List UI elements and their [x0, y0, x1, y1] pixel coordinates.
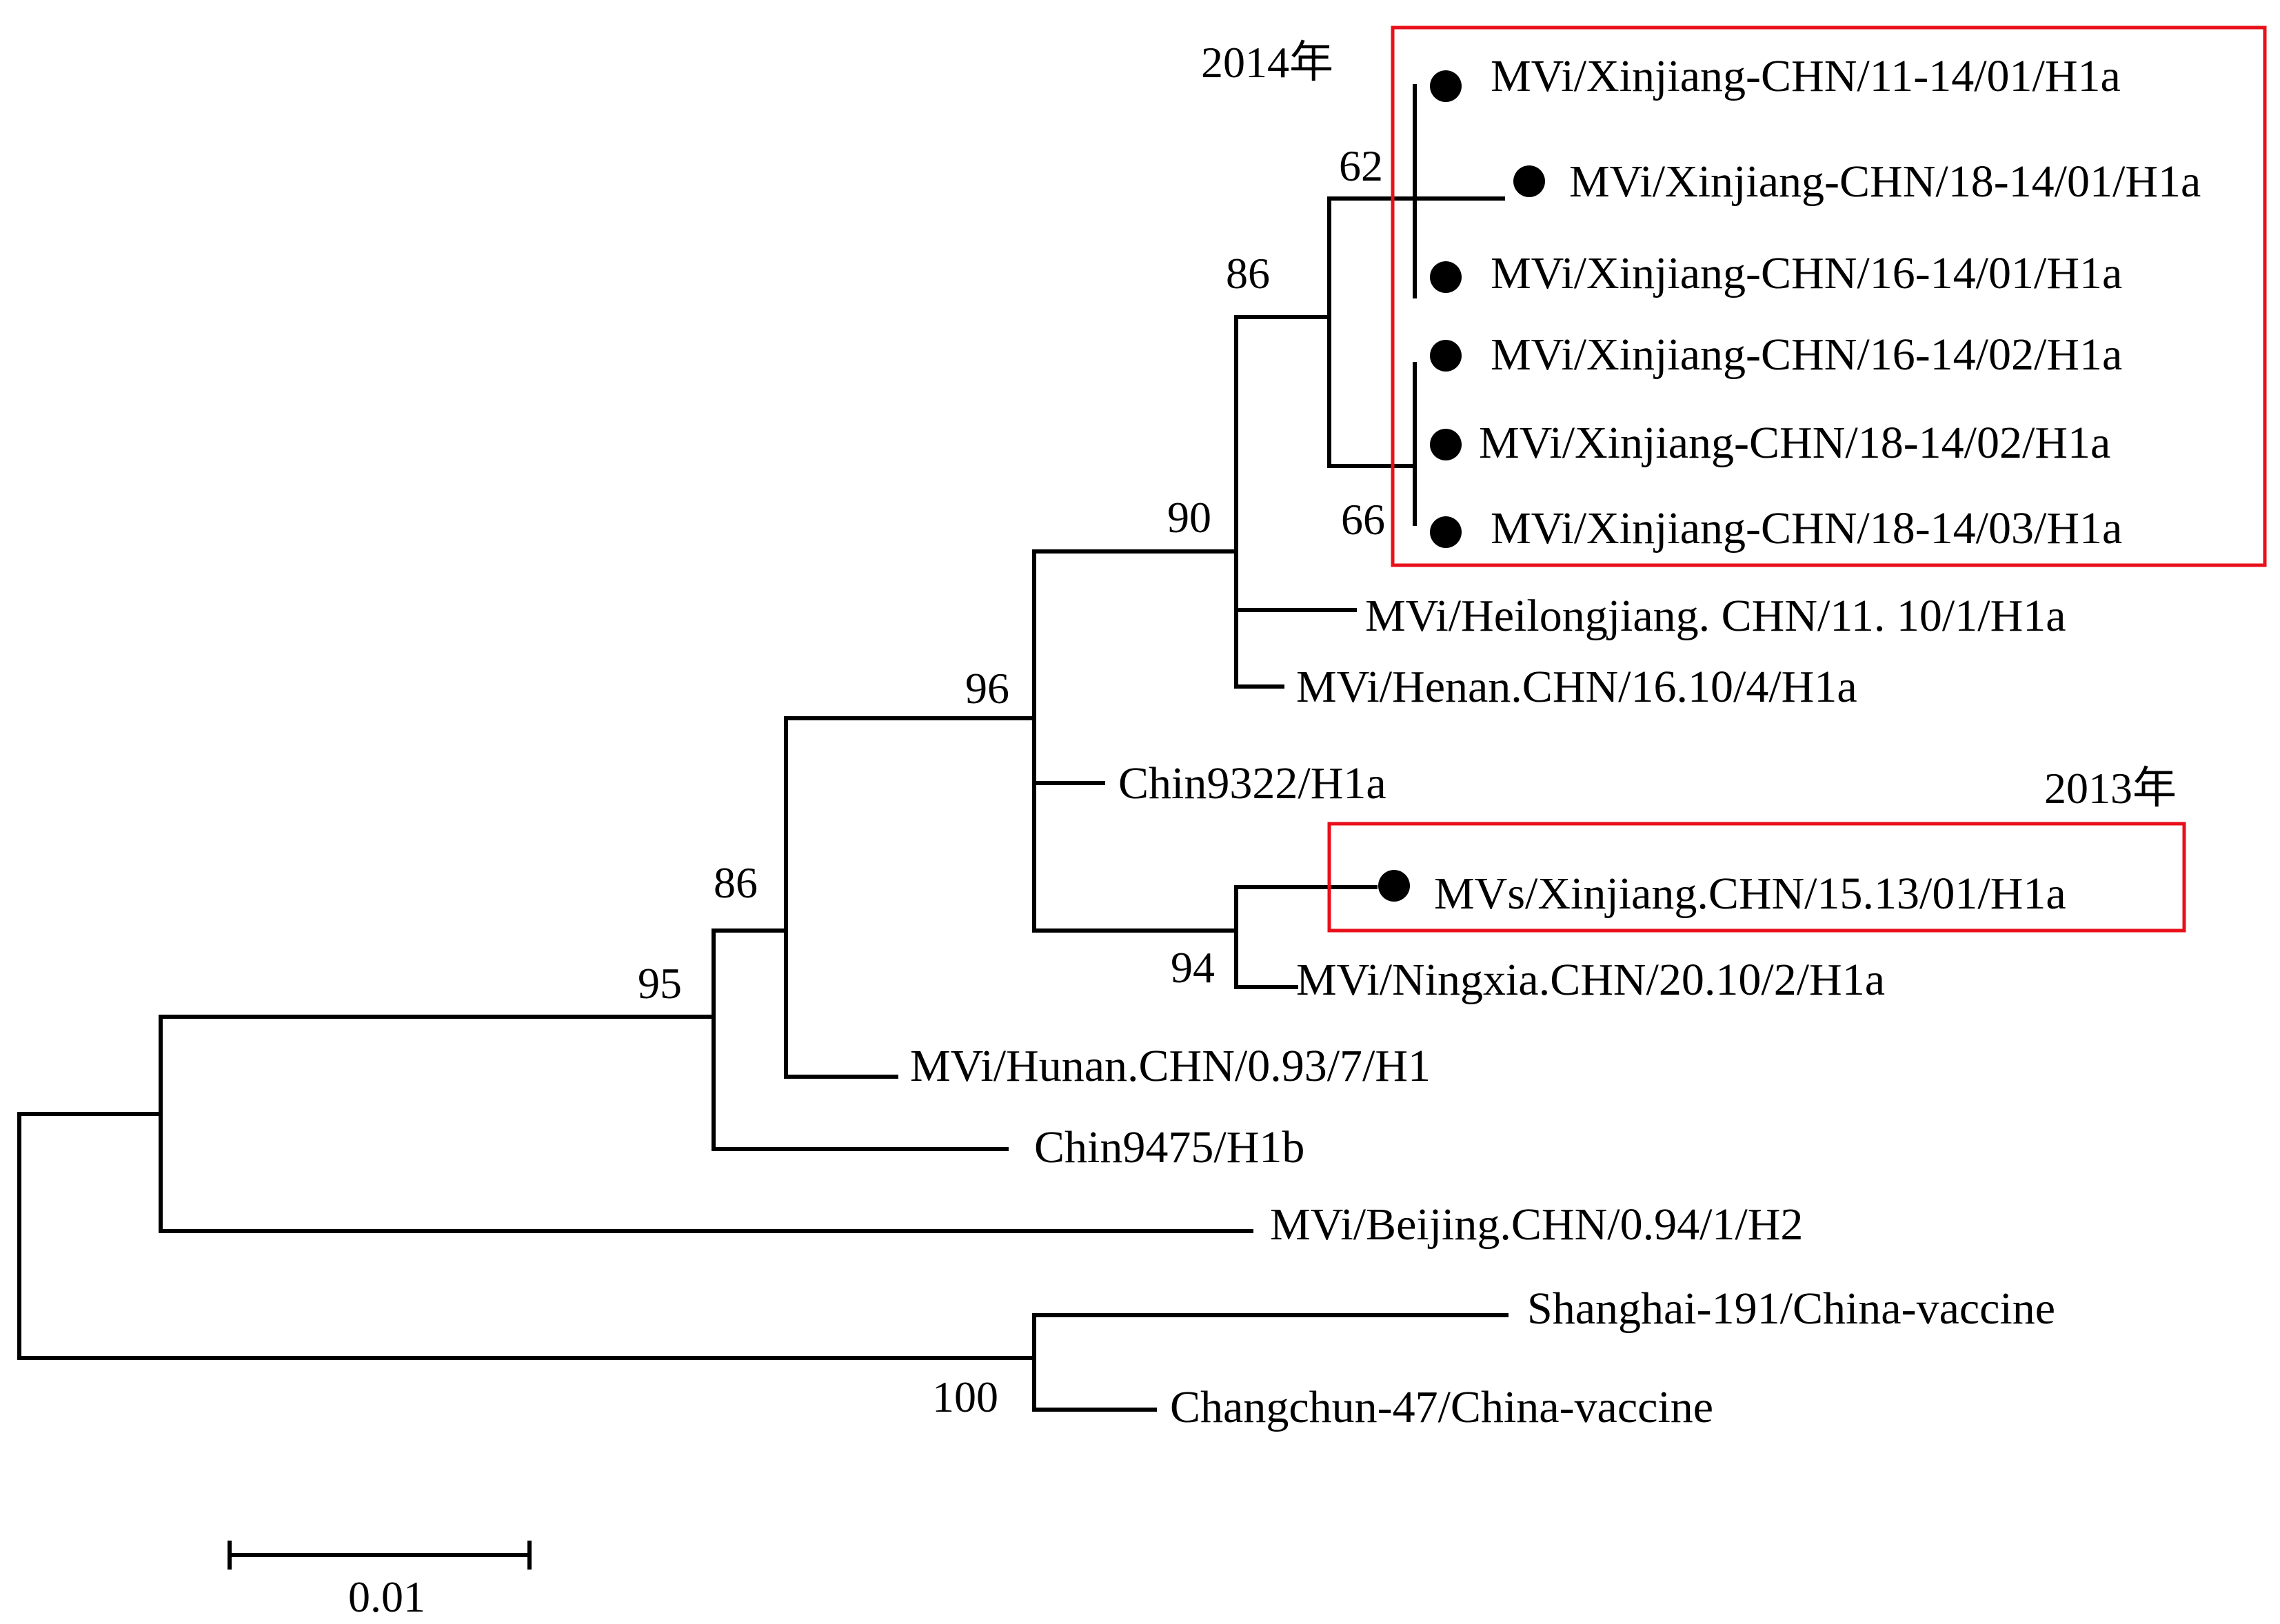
taxon-label: MVi/Henan.CHN/16.10/4/H1a	[1296, 662, 1857, 712]
bootstrap-value: 66	[1341, 495, 1385, 544]
scale-bar-label: 0.01	[348, 1572, 425, 1621]
scale-bar: 0.01	[228, 1541, 532, 1621]
bootstrap-value: 86	[1226, 249, 1270, 298]
taxon-label: MVs/Xinjiang.CHN/15.13/01/H1a	[1434, 869, 2066, 919]
marker-dot	[1430, 516, 1462, 548]
marker-dot	[1430, 70, 1462, 102]
taxon-label: Chin9322/H1a	[1118, 758, 1386, 809]
highlight-boxes: 2014年 2013年	[1201, 26, 2267, 933]
taxon-label: MVi/Ningxia.CHN/20.10/2/H1a	[1296, 955, 1885, 1005]
group-label-2014: 2014年	[1201, 38, 1333, 87]
taxon-label: Chin9475/H1b	[1034, 1122, 1304, 1173]
tip-markers	[1378, 70, 1545, 902]
marker-dot	[1430, 429, 1462, 460]
bootstrap-value: 96	[965, 664, 1009, 713]
taxon-label: MVi/Xinjiang-CHN/18-14/01/H1a	[1569, 156, 2201, 207]
taxon-label: MVi/Hunan.CHN/0.93/7/H1	[910, 1041, 1431, 1091]
taxon-label: MVi/Beijing.CHN/0.94/1/H2	[1270, 1199, 1803, 1250]
marker-dot	[1430, 261, 1462, 293]
highlight-box-2013	[1327, 822, 2186, 933]
taxon-labels: MVi/Xinjiang-CHN/11-14/01/H1a MVi/Xinjia…	[910, 51, 2201, 1432]
bootstrap-value: 90	[1167, 493, 1211, 542]
taxon-label: MVi/Xinjiang-CHN/18-14/02/H1a	[1479, 418, 2110, 468]
tree-branches	[17, 84, 1509, 1412]
marker-dot	[1430, 340, 1462, 372]
marker-dot	[1513, 165, 1545, 197]
taxon-label: Shanghai-191/China-vaccine	[1527, 1283, 2055, 1334]
taxon-label: MVi/Xinjiang-CHN/16-14/01/H1a	[1491, 248, 2122, 298]
group-label-2013: 2013年	[2044, 764, 2177, 813]
bootstrap-value: 94	[1171, 943, 1215, 992]
bootstrap-value: 86	[714, 858, 758, 907]
highlight-box-2014	[1391, 26, 2267, 567]
bootstrap-value: 95	[638, 959, 682, 1008]
bootstrap-values: 62 66 86 90 96 94 86 95 100	[638, 141, 1385, 1421]
bootstrap-value: 100	[932, 1372, 998, 1421]
taxon-label: MVi/Xinjiang-CHN/11-14/01/H1a	[1491, 51, 2121, 101]
bootstrap-value: 62	[1339, 141, 1383, 190]
taxon-label: MVi/Xinjiang-CHN/18-14/03/H1a	[1491, 503, 2122, 554]
marker-dot	[1378, 870, 1410, 902]
taxon-label: MVi/Heilongjiang. CHN/11. 10/1/H1a	[1365, 591, 2066, 641]
taxon-label: Changchun-47/China-vaccine	[1170, 1382, 1713, 1432]
taxon-label: MVi/Xinjiang-CHN/16-14/02/H1a	[1491, 329, 2122, 380]
